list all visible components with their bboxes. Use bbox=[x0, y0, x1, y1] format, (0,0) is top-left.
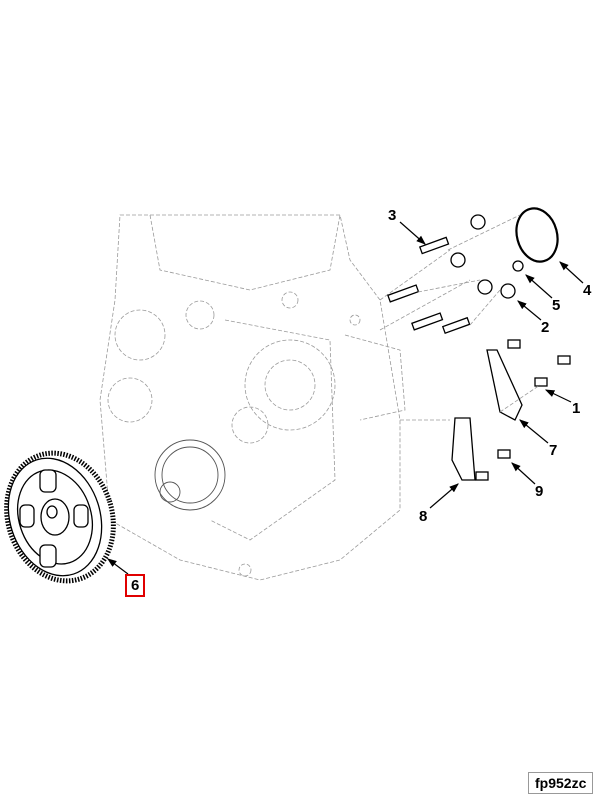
callout-1[interactable]: 1 bbox=[572, 400, 581, 417]
callout-leaders bbox=[107, 221, 584, 575]
callout-7[interactable]: 7 bbox=[549, 442, 558, 459]
callout-2[interactable]: 2 bbox=[541, 319, 550, 336]
callout-8[interactable]: 8 bbox=[419, 508, 428, 525]
figure-id-label: fp952zc bbox=[528, 772, 594, 794]
engine-block bbox=[99, 214, 471, 581]
callout-4[interactable]: 4 bbox=[583, 282, 592, 299]
callout-3[interactable]: 3 bbox=[388, 207, 397, 224]
callout-9[interactable]: 9 bbox=[535, 483, 544, 500]
hardware-parts bbox=[387, 207, 571, 481]
callout-5[interactable]: 5 bbox=[552, 297, 561, 314]
camshaft-gear bbox=[4, 450, 116, 584]
callout-6-highlighted[interactable]: 6 bbox=[125, 574, 146, 597]
